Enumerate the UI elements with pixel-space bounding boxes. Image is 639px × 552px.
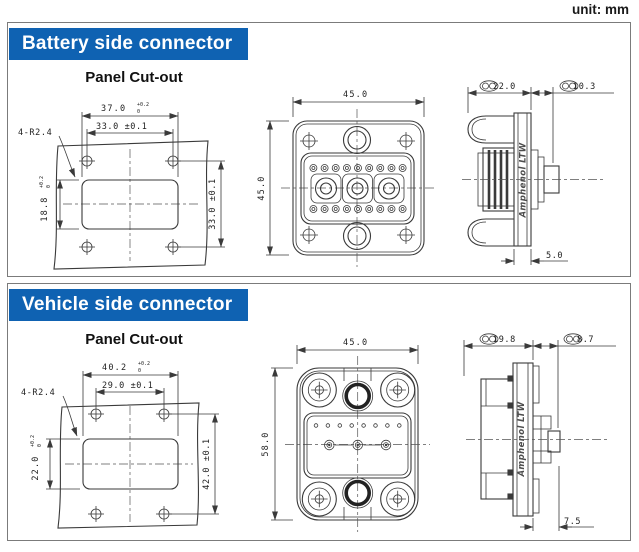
- svg-text:+0.2: +0.2: [30, 435, 36, 447]
- mounting-holes: [88, 406, 172, 522]
- hv-terminal-domes: [467, 115, 514, 247]
- vehicle-side-view: Amphenol LTW 19.8 8.7 7.5: [463, 333, 616, 531]
- panel-cutout-opening: [82, 438, 179, 490]
- vehicle-section-title: Vehicle side connector: [9, 289, 249, 321]
- svg-text:+0.2: +0.2: [138, 361, 150, 367]
- vehicle-front-view: 45.0 58.0: [261, 338, 430, 532]
- dim-nose: 10.3: [573, 82, 596, 92]
- dim-hole-pitch-h: 29.0 ±0.1: [102, 381, 153, 391]
- panel-plate-outline: [53, 140, 209, 270]
- center-seal-rings: [342, 380, 374, 509]
- dim-cutout-width: 40.2: [102, 363, 127, 373]
- oval-holes-icon: [559, 80, 579, 92]
- corner-bolt-bosses: [301, 372, 416, 517]
- battery-section: Battery side connector Panel Cut-out: [7, 22, 631, 277]
- dim-cutout-height: 22.0: [31, 455, 41, 480]
- brand-text: Amphenol LTW: [519, 142, 529, 218]
- signal-pins-bottom: [309, 205, 407, 213]
- dim-front-height: 45.0: [257, 175, 267, 200]
- svg-text:+0.2: +0.2: [137, 102, 149, 108]
- oval-holes-icon: [479, 333, 499, 345]
- vehicle-section: Vehicle side connector Panel Cut-out 40.…: [7, 283, 631, 541]
- dim-cutout-height: 18.8: [40, 196, 50, 221]
- dim-hole-pitch-h: 33.0 ±0.1: [96, 122, 147, 132]
- brand-text: Amphenol LTW: [517, 401, 527, 477]
- panel-cutout-opening: [81, 179, 179, 230]
- dim-flange-thickness: 7.5: [564, 517, 581, 527]
- battery-front-view: 45.0 45.0: [257, 90, 436, 267]
- dim-hole-pitch-v: 42.0 ±0.1: [202, 438, 212, 489]
- battery-panel-cutout-title: Panel Cut-out: [85, 69, 183, 86]
- unit-label: unit: mm: [572, 2, 629, 17]
- dim-front-width: 45.0: [343, 90, 368, 100]
- svg-text:0: 0: [37, 444, 43, 447]
- panel-plate-outline: [57, 402, 200, 529]
- vehicle-panel-cutout-title: Panel Cut-out: [85, 331, 183, 348]
- dim-cutout-width: 37.0: [101, 104, 126, 114]
- insert-outline: [303, 412, 412, 479]
- svg-text:0: 0: [46, 185, 52, 188]
- svg-text:0: 0: [138, 368, 141, 374]
- power-sockets: [324, 439, 392, 451]
- oval-holes-icon: [479, 80, 499, 92]
- corner-radius-callout: 4-R2.4: [18, 128, 52, 138]
- oval-holes-icon: [563, 333, 583, 345]
- signal-pins: [313, 423, 402, 428]
- svg-text:+0.2: +0.2: [39, 176, 45, 188]
- signal-pins-top: [309, 164, 407, 172]
- dim-hole-pitch-v: 33.0 ±0.1: [208, 178, 218, 229]
- dim-flange-thickness: 5.0: [546, 251, 563, 261]
- insert-outline: [300, 152, 415, 225]
- dim-front-height: 58.0: [261, 431, 271, 456]
- corner-screw-holes: [300, 132, 415, 244]
- dim-depth: 22.0: [493, 82, 516, 92]
- corner-radius-callout: 4-R2.4: [21, 388, 55, 398]
- svg-text:0: 0: [137, 109, 140, 115]
- vehicle-cutout-drawing: 40.2 +0.2 0 29.0 ±0.1 4-R2.4 22.0 +0.2 0…: [21, 361, 219, 529]
- battery-cutout-drawing: 37.0 +0.2 0 33.0 ±0.1 4-R2.4 18.8 +0.2 0…: [18, 102, 225, 270]
- dim-nose: 8.7: [577, 335, 594, 345]
- housing-body: [480, 375, 514, 500]
- power-contacts: [310, 173, 405, 204]
- dim-front-width: 45.0: [343, 338, 368, 348]
- battery-section-title: Battery side connector: [9, 28, 249, 60]
- dim-depth: 19.8: [493, 335, 516, 345]
- battery-side-view: Amphenol LTW 22.0 10.3 5.0: [462, 80, 614, 265]
